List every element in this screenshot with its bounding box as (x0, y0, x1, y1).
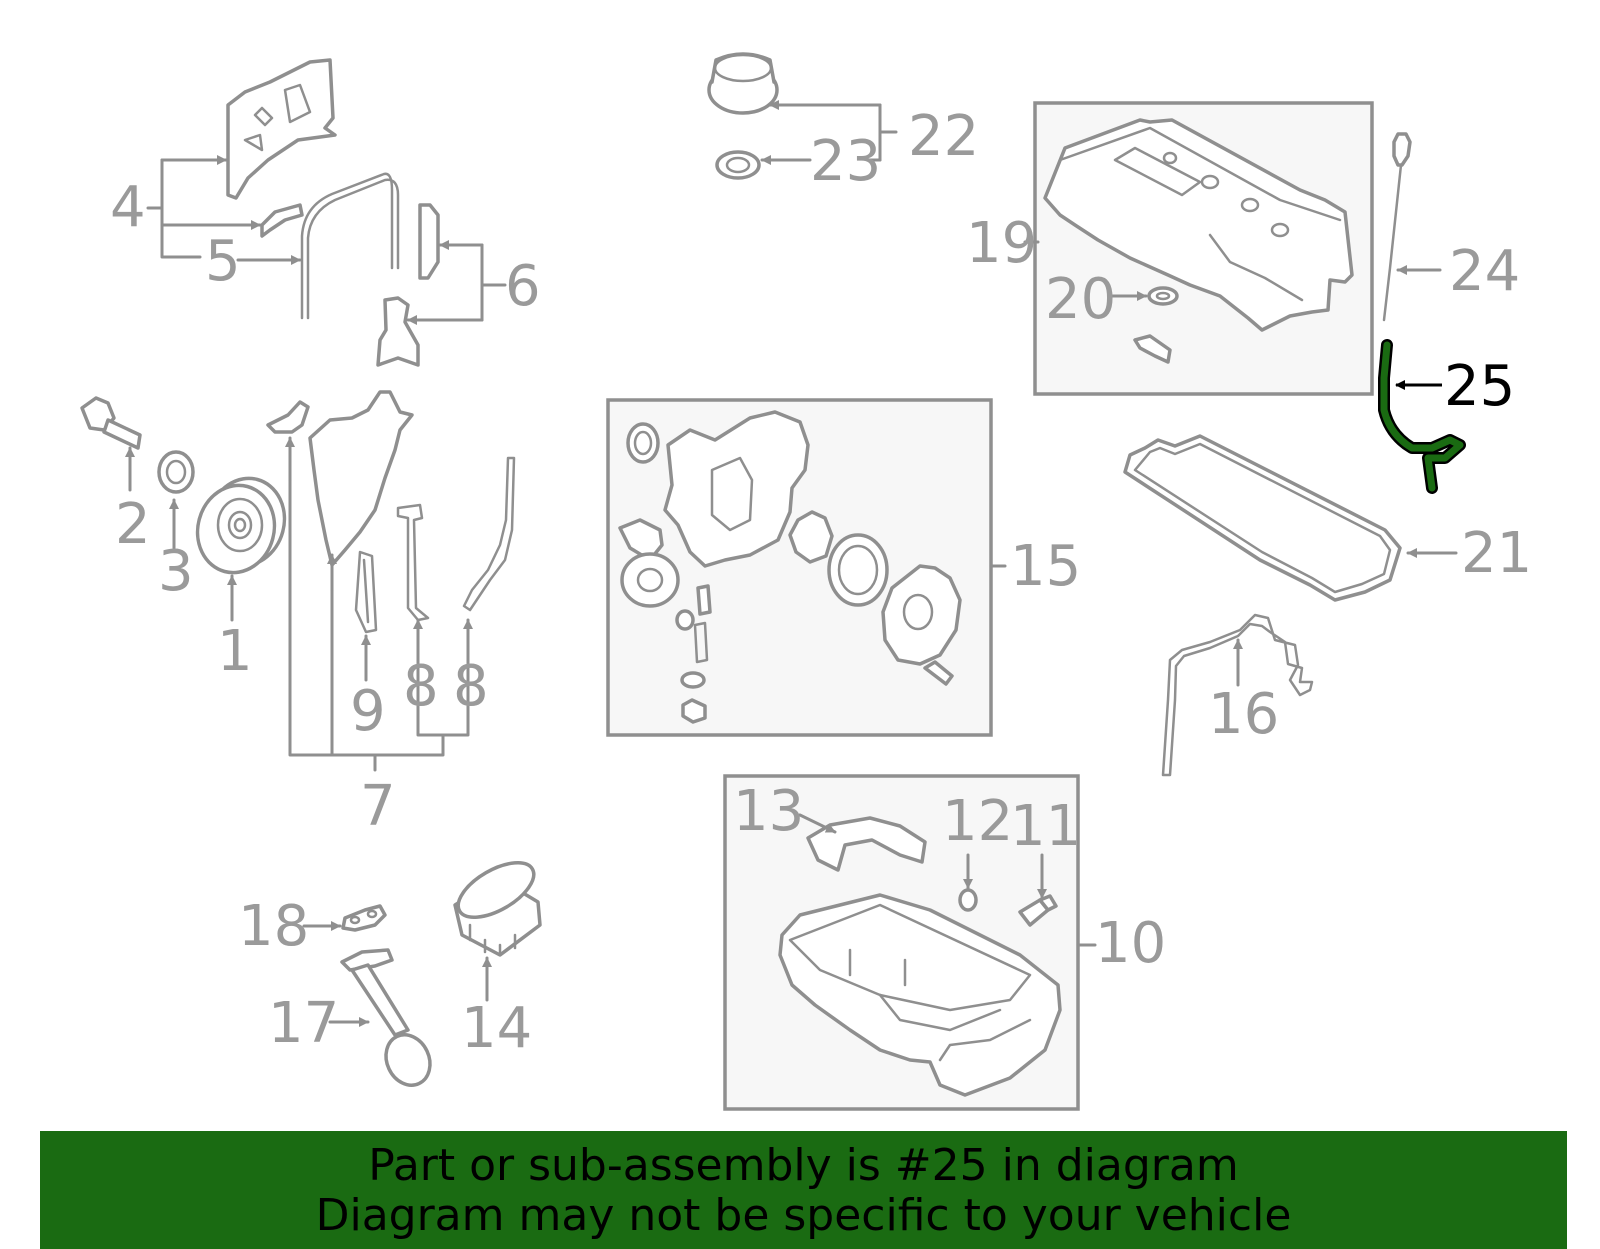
leader-6 (480, 243, 507, 322)
part-3-washer (157, 450, 195, 494)
part-4-timing-cover (226, 58, 337, 200)
parts-diagram: 1 2 3 4 5 6 7 8 8 9 10 11 12 13 14 15 16… (80, 52, 1532, 1111)
banner-line-2: Diagram may not be specific to your vehi… (315, 1190, 1292, 1241)
callout-8-right: 8 (453, 654, 489, 719)
part-10-oil-pan (778, 893, 1062, 1097)
part-15-oil-pump (618, 410, 962, 724)
callout-25: 25 (1444, 354, 1515, 419)
callout-8-left: 8 (403, 654, 439, 719)
part-14-oil-filter (453, 861, 542, 957)
part-13-baffle (806, 816, 927, 872)
callout-12: 12 (942, 789, 1013, 854)
callout-11: 11 (1010, 794, 1081, 859)
part-7-timing-cover-lower (308, 390, 414, 567)
callout-9: 9 (350, 679, 386, 744)
part-19-valve-cover (1043, 118, 1354, 332)
part-9-seal (354, 550, 378, 634)
callout-7: 7 (360, 774, 396, 839)
callout-1: 1 (217, 619, 253, 684)
callout-2: 2 (115, 492, 151, 557)
callout-13: 13 (733, 779, 804, 844)
callout-23: 23 (810, 129, 881, 194)
part-2-bolt (80, 396, 142, 450)
part-8-guide-right (462, 456, 516, 612)
callout-18: 18 (238, 894, 309, 959)
part-8-guide-left (396, 503, 430, 622)
callout-24: 24 (1449, 239, 1520, 304)
callout-19: 19 (966, 211, 1037, 276)
callout-10: 10 (1095, 911, 1166, 976)
callout-16: 16 (1208, 682, 1279, 747)
callout-5: 5 (205, 229, 241, 294)
callout-20: 20 (1045, 267, 1116, 332)
part-1-pulley (195, 476, 287, 575)
leader-4 (146, 158, 202, 259)
part-7-small-bracket (266, 400, 310, 434)
leader-22 (878, 103, 898, 162)
part-20-clip (1133, 334, 1172, 364)
part-17-oil-strainer (340, 948, 432, 1087)
part-6-bracket-upper (418, 203, 440, 280)
callout-17: 17 (268, 991, 339, 1056)
part-18-gasket (341, 904, 387, 932)
leader-13 (798, 813, 837, 834)
part-23-oil-cap-seal (715, 150, 761, 180)
part-16-front-cover-gasket (1161, 613, 1314, 777)
callout-3: 3 (158, 539, 194, 604)
leader-7 (288, 438, 470, 772)
part-21-valve-cover-gasket (1123, 434, 1402, 602)
callout-21: 21 (1461, 521, 1532, 586)
part-5-seal-strip (300, 172, 400, 320)
callout-14: 14 (461, 996, 532, 1061)
part-5-gasket (260, 203, 304, 238)
part-22-oil-filler-cap (707, 52, 779, 115)
part-24-dipstick (1382, 132, 1412, 322)
callout-6: 6 (505, 254, 541, 319)
callout-4: 4 (110, 175, 146, 240)
callout-22: 22 (908, 104, 979, 169)
part-12-o-ring (958, 888, 978, 912)
info-banner: Part or sub-assembly is #25 in diagram D… (40, 1131, 1567, 1249)
callout-15: 15 (1010, 534, 1081, 599)
banner-line-1: Part or sub-assembly is #25 in diagram (368, 1140, 1239, 1191)
part-25-dipstick-tube (1378, 339, 1466, 494)
part-20-grommet (1147, 286, 1179, 306)
part-6-bracket-lower (376, 296, 420, 367)
